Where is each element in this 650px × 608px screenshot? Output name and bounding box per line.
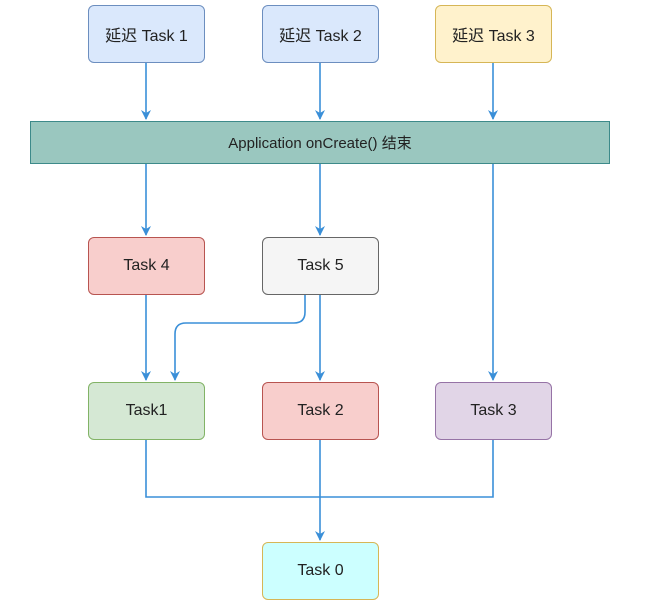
node-task1: Task1 xyxy=(88,382,205,440)
node-task-4: Task 4 xyxy=(88,237,205,295)
node-task-5: Task 5 xyxy=(262,237,379,295)
node-delay-task-1: 延迟 Task 1 xyxy=(88,5,205,63)
edge-task5-to-task1 xyxy=(170,295,306,381)
node-task-2: Task 2 xyxy=(262,382,379,440)
node-delay-task-3: 延迟 Task 3 xyxy=(435,5,552,63)
node-delay-task-2: 延迟 Task 2 xyxy=(262,5,379,63)
node-task-0: Task 0 xyxy=(262,542,379,600)
application-oncreate-bar: Application onCreate() 结束 xyxy=(30,121,610,164)
node-task-3: Task 3 xyxy=(435,382,552,440)
